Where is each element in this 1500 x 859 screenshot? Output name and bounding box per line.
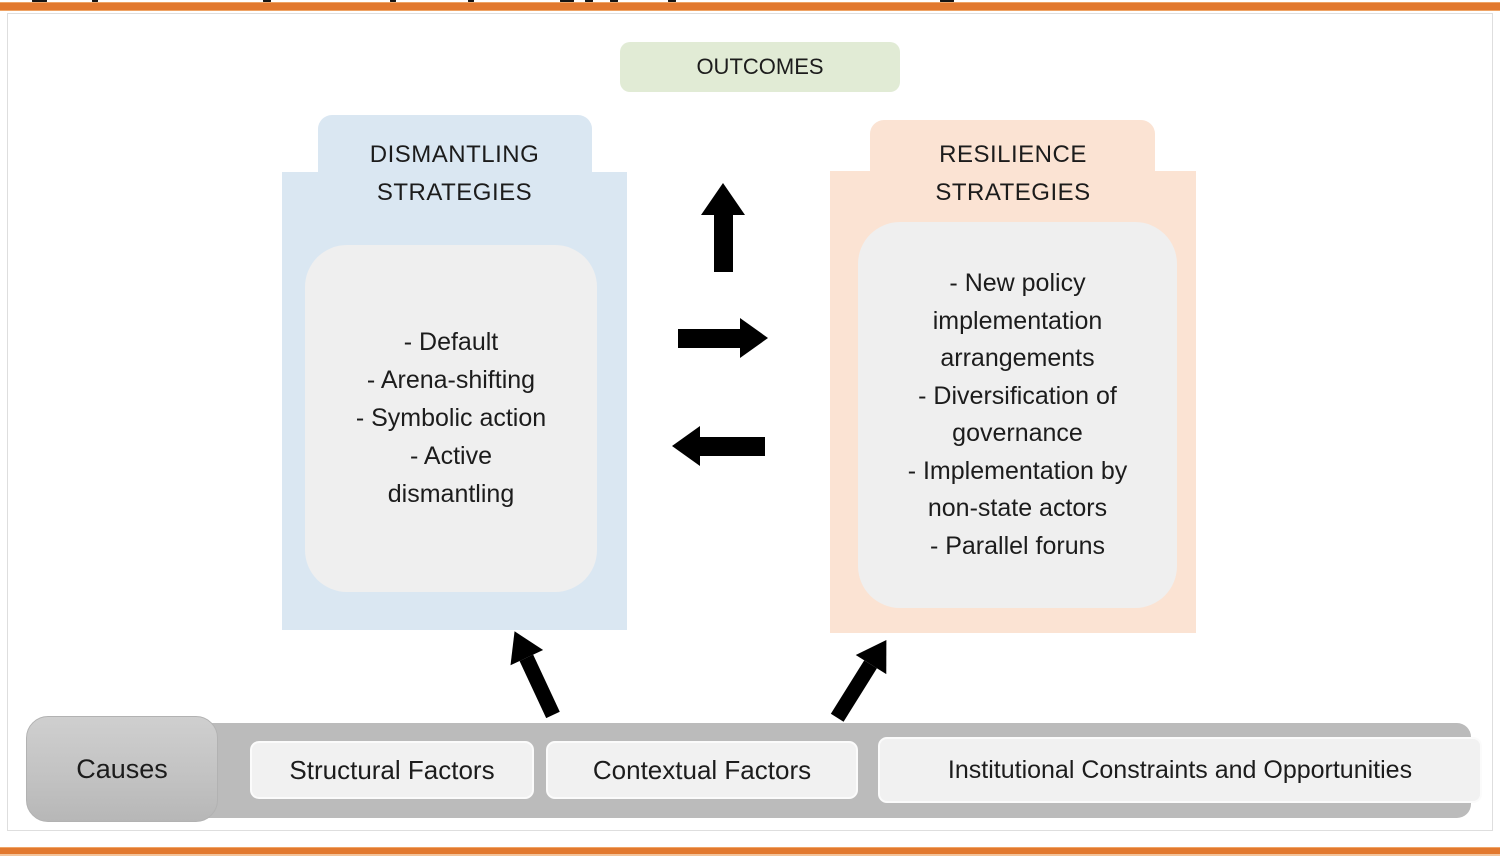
caption-descender-mark: [668, 0, 676, 3]
caption-descender-mark: [940, 0, 954, 3]
top-accent-rule: [0, 2, 1500, 11]
arrow-right-head: [740, 318, 768, 358]
strategy-item-line: dismantling: [387, 480, 515, 508]
dismantling-title: DISMANTLING STRATEGIES: [282, 136, 627, 212]
strategy-item-line: - Default: [403, 328, 499, 356]
caption-descender-mark: [610, 0, 618, 3]
resilience-inner-panel: [858, 222, 1177, 608]
dismantling-tab: [318, 115, 592, 175]
strategy-item-line: implementation: [932, 306, 1103, 335]
resilience-title-line: RESILIENCE: [939, 141, 1087, 168]
resilience-title: RESILIENCE STRATEGIES: [830, 136, 1196, 212]
dismantling-title-line: DISMANTLING: [369, 141, 540, 168]
figure-border: [7, 13, 1493, 831]
outcomes-box: OUTCOMES: [620, 42, 900, 92]
caption-descender-mark: [585, 0, 593, 3]
arrow-up-head: [701, 183, 745, 215]
resilience-tab: [870, 120, 1155, 174]
caption-descender-mark: [32, 0, 47, 3]
caption-descender-mark: [92, 0, 98, 3]
arrow-left-head: [672, 426, 700, 466]
strategy-item-line: - Parallel foruns: [929, 531, 1106, 560]
resilience-title-line: STRATEGIES: [935, 179, 1091, 206]
strategy-item-line: arrangements: [940, 344, 1095, 372]
causes-tab: Causes: [26, 716, 218, 822]
factor-box-contextual: Contextual Factors: [546, 741, 858, 799]
strategy-item-line: - Symbolic action: [355, 404, 547, 432]
arrow-right-shaft: [678, 329, 741, 348]
caption-descender-mark: [263, 0, 271, 3]
arrow-up-shaft: [714, 213, 733, 272]
strategy-item-line: - Implementation by: [907, 456, 1128, 485]
dismantling-title-line: STRATEGIES: [376, 179, 533, 206]
strategy-item-line: governance: [952, 419, 1083, 447]
dismantling-item-list: - Default - Arena-shifting - Symbolic ac…: [305, 323, 597, 513]
caption-descender-mark: [390, 0, 396, 3]
dismantling-inner-panel: [305, 245, 597, 592]
strategy-item-line: non-state actors: [927, 494, 1108, 522]
caption-descender-mark: [468, 0, 474, 3]
strategy-item-line: - Diversification of: [918, 381, 1117, 410]
factor-box-structural: Structural Factors: [250, 741, 534, 799]
strategy-item-line: - Active: [410, 442, 492, 470]
resilience-item-list: - New policy implementation arrangements…: [858, 265, 1177, 565]
bottom-accent-rule: [0, 847, 1500, 856]
strategy-item-line: - New policy: [949, 269, 1086, 297]
caption-descender-mark: [560, 0, 574, 3]
factor-box-institutional: Institutional Constraints and Opportunit…: [878, 737, 1482, 803]
strategy-item-line: - Arena-shifting: [366, 366, 536, 394]
arrow-left-shaft: [700, 437, 765, 456]
